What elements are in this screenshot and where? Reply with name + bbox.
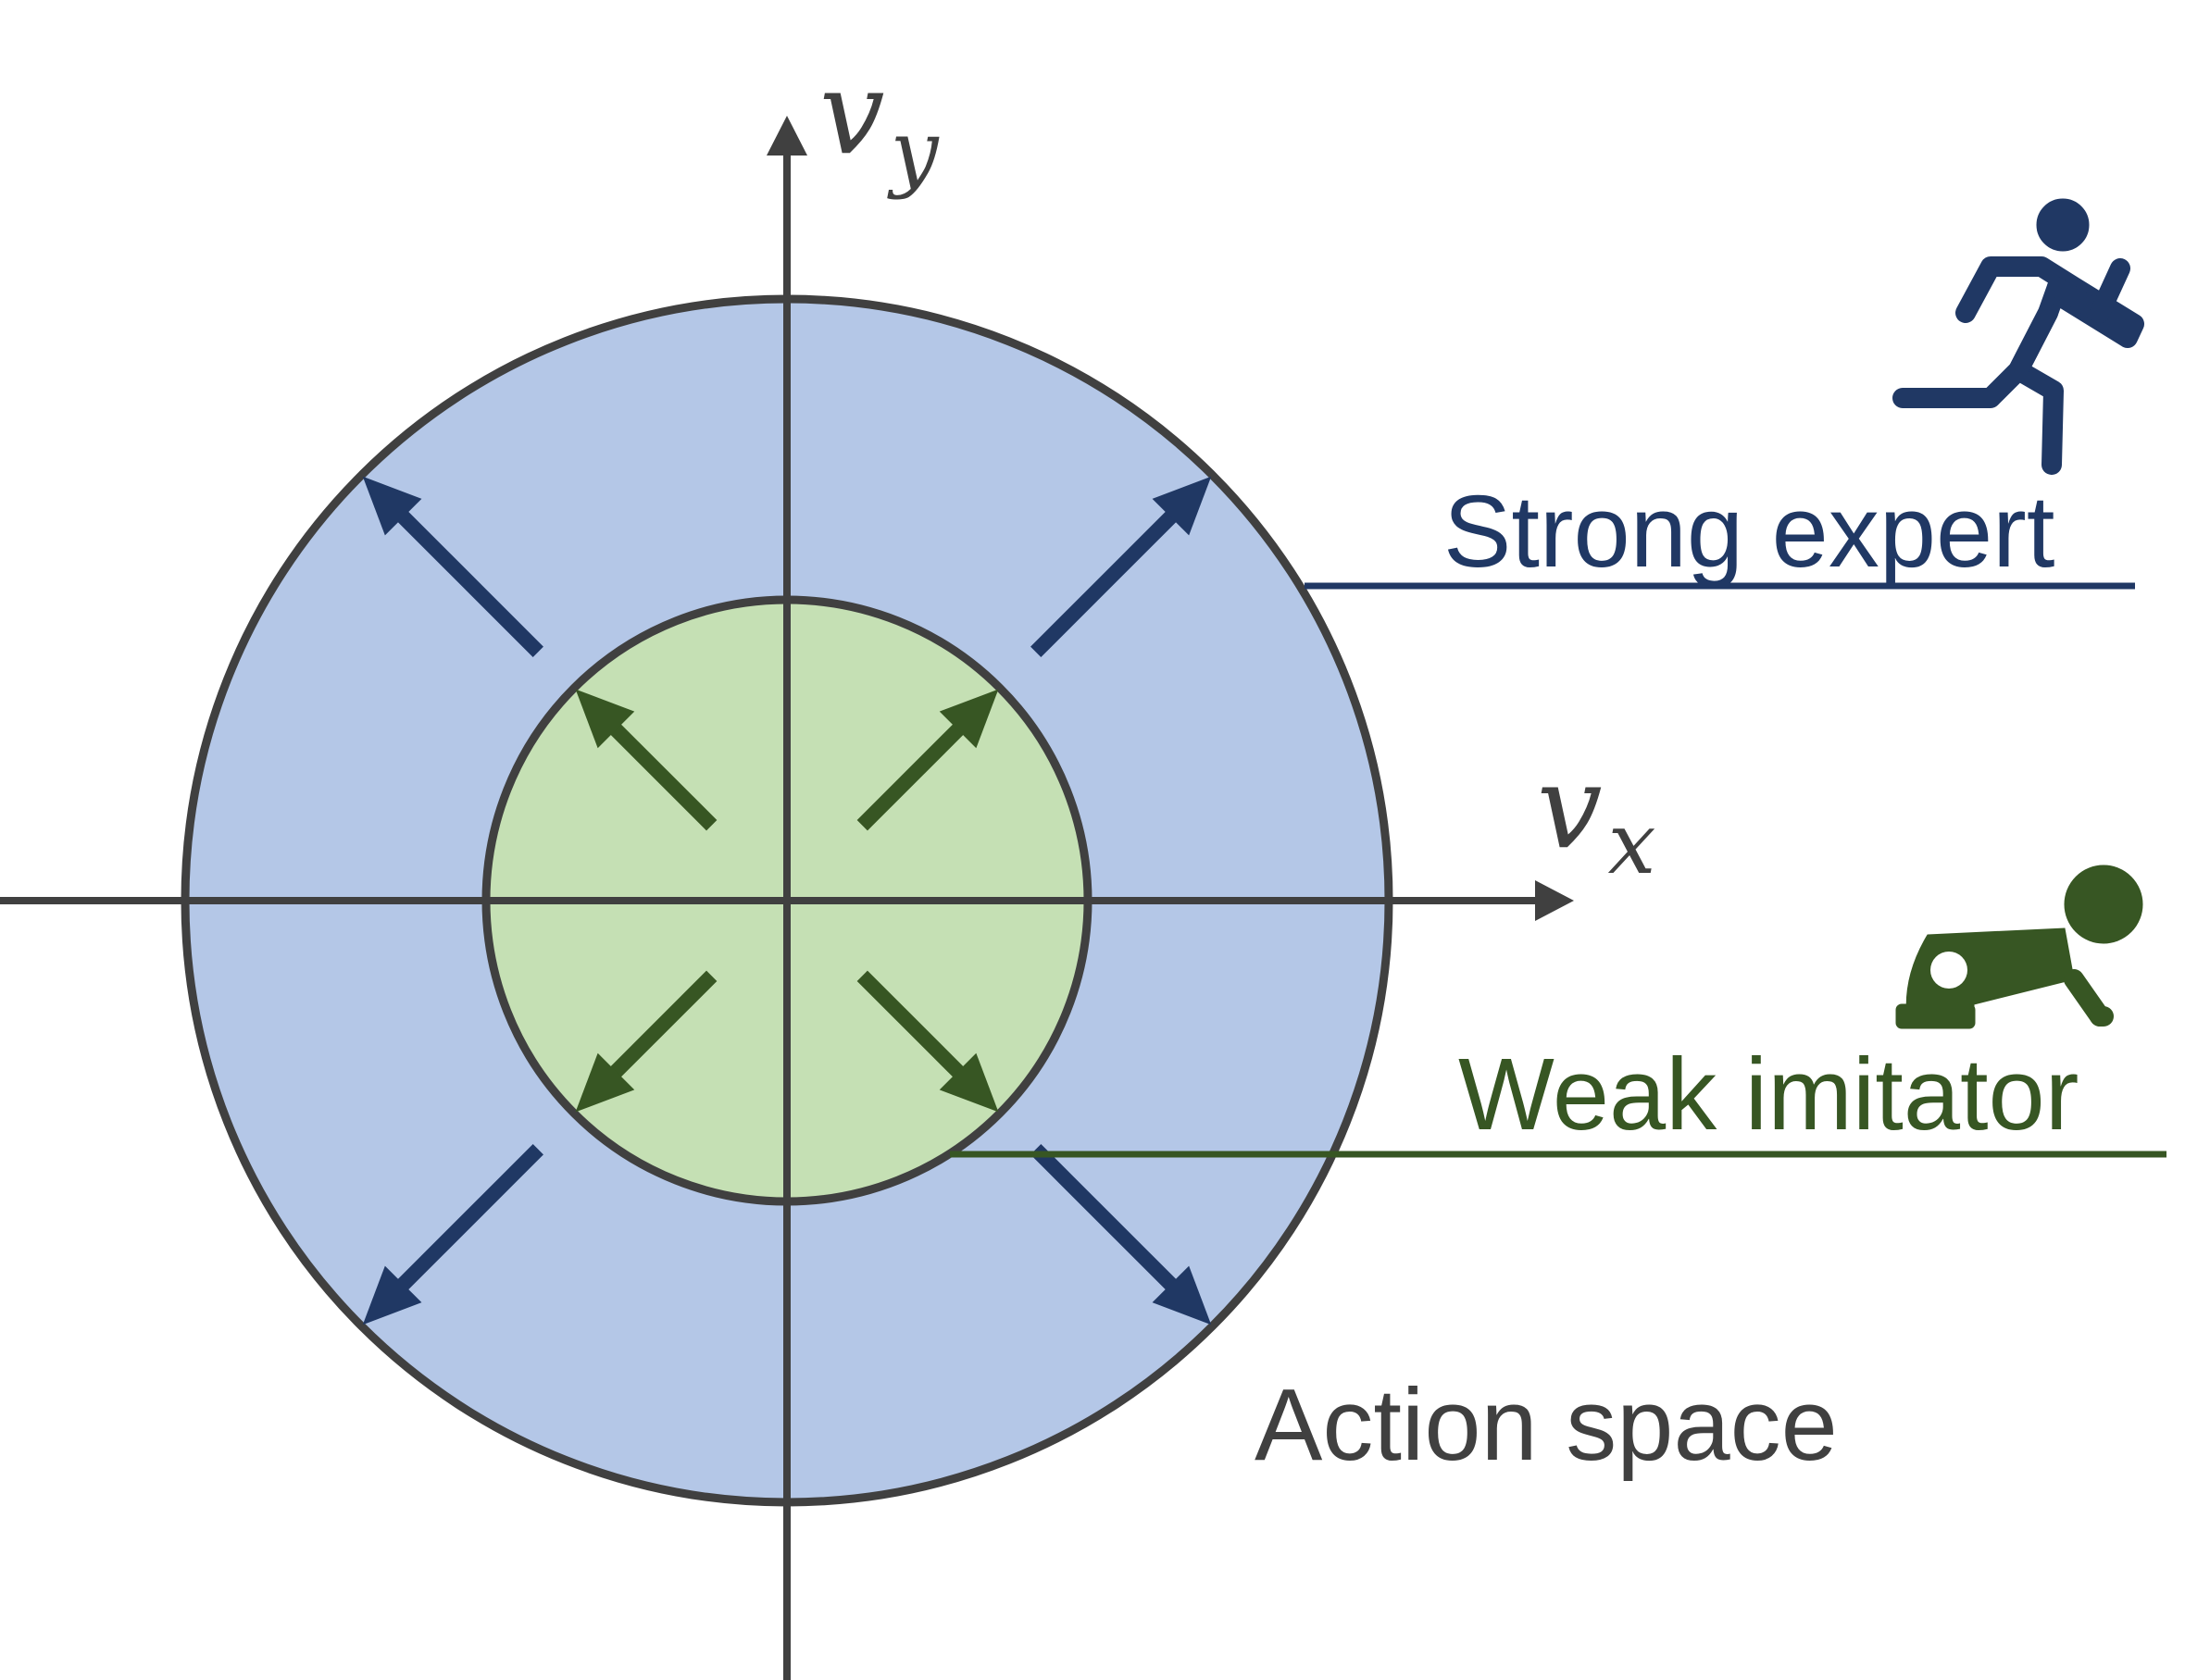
expert-arrow-ne-shaft <box>1030 509 1179 657</box>
x-axis-label: vx <box>1537 740 1656 893</box>
expert-arrow-nw-shaft <box>395 509 543 657</box>
x-axis-arrowhead <box>1535 880 1574 921</box>
expert-arrow-se-shaft <box>1030 1144 1179 1292</box>
action-space-label: Action space <box>1255 1368 1838 1482</box>
imitator-arrows <box>575 689 999 1113</box>
expert-arrow-ne-head <box>1152 476 1212 536</box>
expert-arrow-sw-head <box>362 1265 422 1325</box>
running-person-icon <box>1892 198 2144 475</box>
imitator-arrow-se-shaft <box>856 970 967 1080</box>
imitator-arrow-se-head <box>939 1052 999 1113</box>
expert-arrows <box>362 476 1212 1325</box>
strong-expert-label: Strong expert <box>1443 475 2054 589</box>
imitator-arrow-ne-head <box>939 689 999 749</box>
weak-imitator-label: Weak imitator <box>1458 1038 2079 1151</box>
imitator-arrow-nw-head <box>575 689 635 749</box>
axes <box>0 116 1574 1680</box>
imitator-arrow-sw-head <box>575 1052 635 1113</box>
y-axis-label: vy <box>819 46 940 201</box>
imitator-arrow-nw-shaft <box>607 721 718 831</box>
imitator-arrow-ne-shaft <box>856 721 967 831</box>
y-axis-arrowhead <box>767 116 807 156</box>
imitator-arrow-sw-shaft <box>607 970 718 1080</box>
expert-arrow-sw-shaft <box>395 1144 543 1292</box>
crawling-baby-icon <box>1895 865 2143 1029</box>
expert-arrow-nw-head <box>362 476 422 536</box>
expert-arrow-se-head <box>1152 1265 1212 1325</box>
